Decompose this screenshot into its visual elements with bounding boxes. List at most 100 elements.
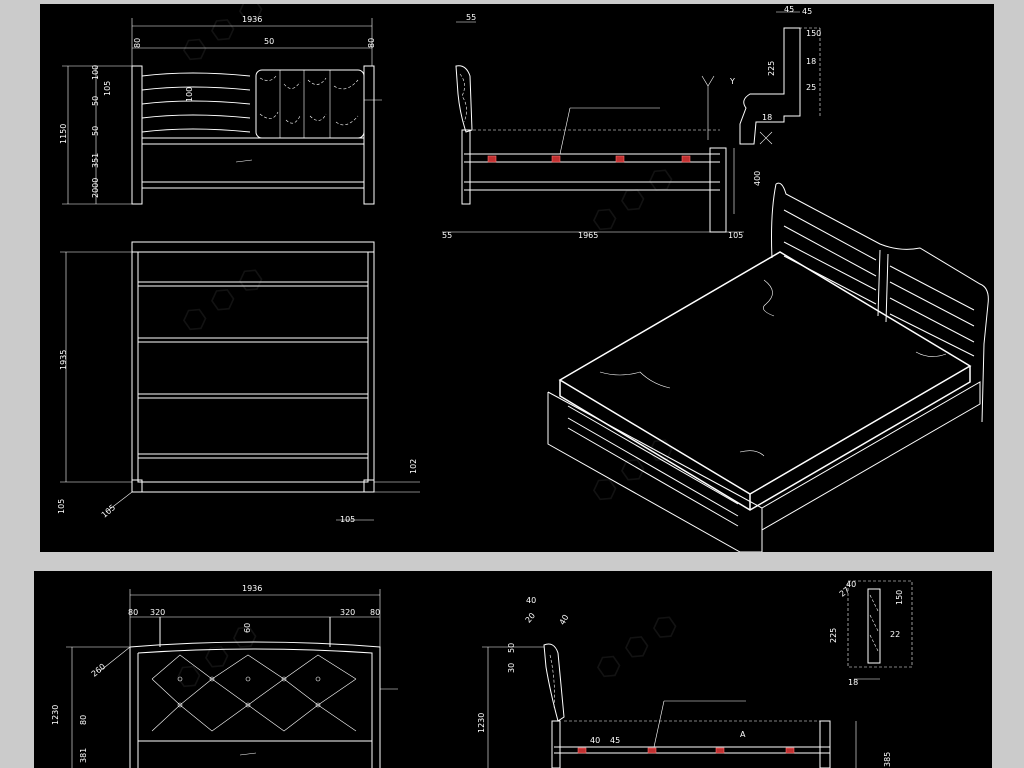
rail-bracket	[551, 155, 561, 163]
drawing-stroke	[239, 752, 257, 756]
dim-side-length: 1965	[578, 231, 598, 240]
dim-side-height: 1230	[477, 713, 486, 733]
detail-dim: 45	[802, 7, 812, 16]
front-elevation-view: 1936 80 50 80 105 100 1150 100 50	[59, 15, 382, 205]
detail-dim: 45	[784, 5, 794, 14]
dim-left: 80	[79, 715, 88, 725]
dim-top: 80	[370, 608, 380, 617]
drawing-stroke	[599, 371, 671, 389]
drawing-canvas-top: ⬡ ⬡ ⬡ ⬡ ⬡ ⬡ ⬡ ⬡ ⬡ ⬡ ⬡ ⬡ 1936 80 50 80	[57, 4, 989, 552]
dim-plan: 105	[57, 499, 66, 514]
isometric-bed-view	[547, 182, 989, 552]
section-detail: 40 27 150 225 22 18	[829, 580, 913, 687]
carved-panel	[255, 69, 365, 139]
watermark-group: ⬡ ⬡ ⬡ ⬡ ⬡ ⬡	[169, 606, 684, 696]
dim-side-height: 400	[753, 171, 762, 186]
detail-dim: 150	[806, 29, 821, 38]
dim-plan: 102	[409, 459, 418, 474]
dim-top-2: 50	[264, 37, 274, 46]
dim-left: 2000	[91, 178, 100, 198]
side-post-left	[461, 129, 471, 205]
upholstered-frame	[129, 641, 381, 768]
plan-view: 1935 105 105 102 105	[57, 241, 420, 524]
drawing-canvas-bottom: ⬡ ⬡ ⬡ ⬡ ⬡ ⬡ 1936 80 320 60 320 80 1230 8…	[51, 580, 913, 768]
rail-bracket	[785, 747, 795, 754]
detail-dim: 40	[846, 580, 856, 589]
dim-side-top: 40	[526, 596, 536, 605]
slat	[141, 86, 251, 91]
dim-plan-depth: 1935	[59, 350, 68, 370]
drawing-stroke	[915, 351, 947, 357]
dim-height: 1150	[59, 124, 68, 144]
drawing-stroke	[177, 676, 183, 682]
dim-side: 50	[507, 643, 516, 653]
slat	[141, 114, 251, 119]
slat	[141, 128, 251, 133]
drawing-stroke	[783, 209, 877, 305]
side-headboard	[455, 65, 473, 133]
drawing-stroke	[259, 75, 359, 126]
dim-side-top: 40	[558, 613, 571, 626]
drawing-stroke	[131, 241, 375, 253]
drawing-sheet-top: ⬡ ⬡ ⬡ ⬡ ⬡ ⬡ ⬡ ⬡ ⬡ ⬡ ⬡ ⬡ 1936 80 50 80	[40, 4, 994, 552]
dim-width: 1936	[242, 15, 262, 24]
drawing-stroke	[245, 676, 251, 682]
drawing-stroke	[459, 73, 467, 123]
right-post	[363, 65, 375, 205]
dim-inner-1: 105	[103, 81, 112, 96]
drawing-stroke	[889, 265, 975, 357]
drawing-stroke	[759, 131, 773, 145]
headboard	[771, 182, 989, 423]
drawing-stroke	[315, 676, 321, 682]
rail-bracket	[647, 747, 657, 754]
rail-bracket	[615, 155, 625, 163]
left-post	[131, 65, 143, 205]
drawing-stroke	[315, 702, 321, 708]
drawing-stroke	[701, 75, 715, 140]
detail-dim: 18	[848, 678, 858, 687]
watermark: ⬡ ⬡ ⬡	[175, 259, 270, 339]
side-headboard	[543, 643, 565, 722]
marker-a: A	[740, 730, 746, 739]
drawing-stroke	[105, 491, 133, 513]
bed-frame-side	[761, 381, 981, 531]
rail-profile	[739, 27, 801, 145]
drawing-stroke	[847, 580, 913, 668]
dim-top: 320	[150, 608, 165, 617]
rail-bracket	[487, 155, 497, 163]
drawing-stroke	[209, 676, 215, 682]
rail-detail-section: 45 45 150 225 18 25 18	[739, 5, 821, 145]
rail-bracket	[681, 155, 691, 163]
drawing-stroke	[877, 249, 889, 323]
detail-dim: 18	[762, 113, 772, 122]
detail-dim: 150	[895, 590, 904, 605]
dim-height: 1230	[51, 705, 60, 725]
dim-top: 60	[243, 623, 252, 633]
drawing-stroke	[549, 654, 555, 710]
rail-bracket	[577, 747, 587, 754]
dim-side-right: 105	[728, 231, 743, 240]
watermark: ⬡ ⬡ ⬡	[175, 4, 270, 70]
dim-top: 320	[340, 608, 355, 617]
watermark: ⬡ ⬡ ⬡	[585, 429, 680, 509]
dim-top-1: 80	[133, 38, 142, 48]
dim-inner-2: 100	[185, 87, 194, 102]
watermark: ⬡ ⬡ ⬡	[589, 606, 684, 686]
drawing-stroke	[245, 702, 251, 708]
drawing-stroke	[567, 405, 739, 527]
dim-side: 45	[610, 736, 620, 745]
drawing-stroke	[869, 594, 879, 652]
slat	[141, 72, 251, 77]
dim-left: 260	[90, 662, 107, 679]
section-profile	[867, 588, 881, 664]
drawing-sheet-bottom: ⬡ ⬡ ⬡ ⬡ ⬡ ⬡ 1936 80 320 60 320 80 1230 8…	[34, 571, 992, 768]
drawing-stroke	[819, 720, 831, 768]
watermark-group: ⬡ ⬡ ⬡ ⬡ ⬡ ⬡ ⬡ ⬡ ⬡ ⬡ ⬡ ⬡	[175, 4, 680, 510]
drawing-stroke	[559, 107, 571, 155]
dim-left: 50	[91, 126, 100, 136]
upholstered-front-view: 1936 80 320 60 320 80 1230 80 381 260	[51, 584, 398, 768]
rail-bracket-group	[577, 747, 795, 754]
bed-frame-front	[547, 391, 763, 552]
dim-left: 50	[91, 96, 100, 106]
dim-top: 80	[128, 608, 138, 617]
